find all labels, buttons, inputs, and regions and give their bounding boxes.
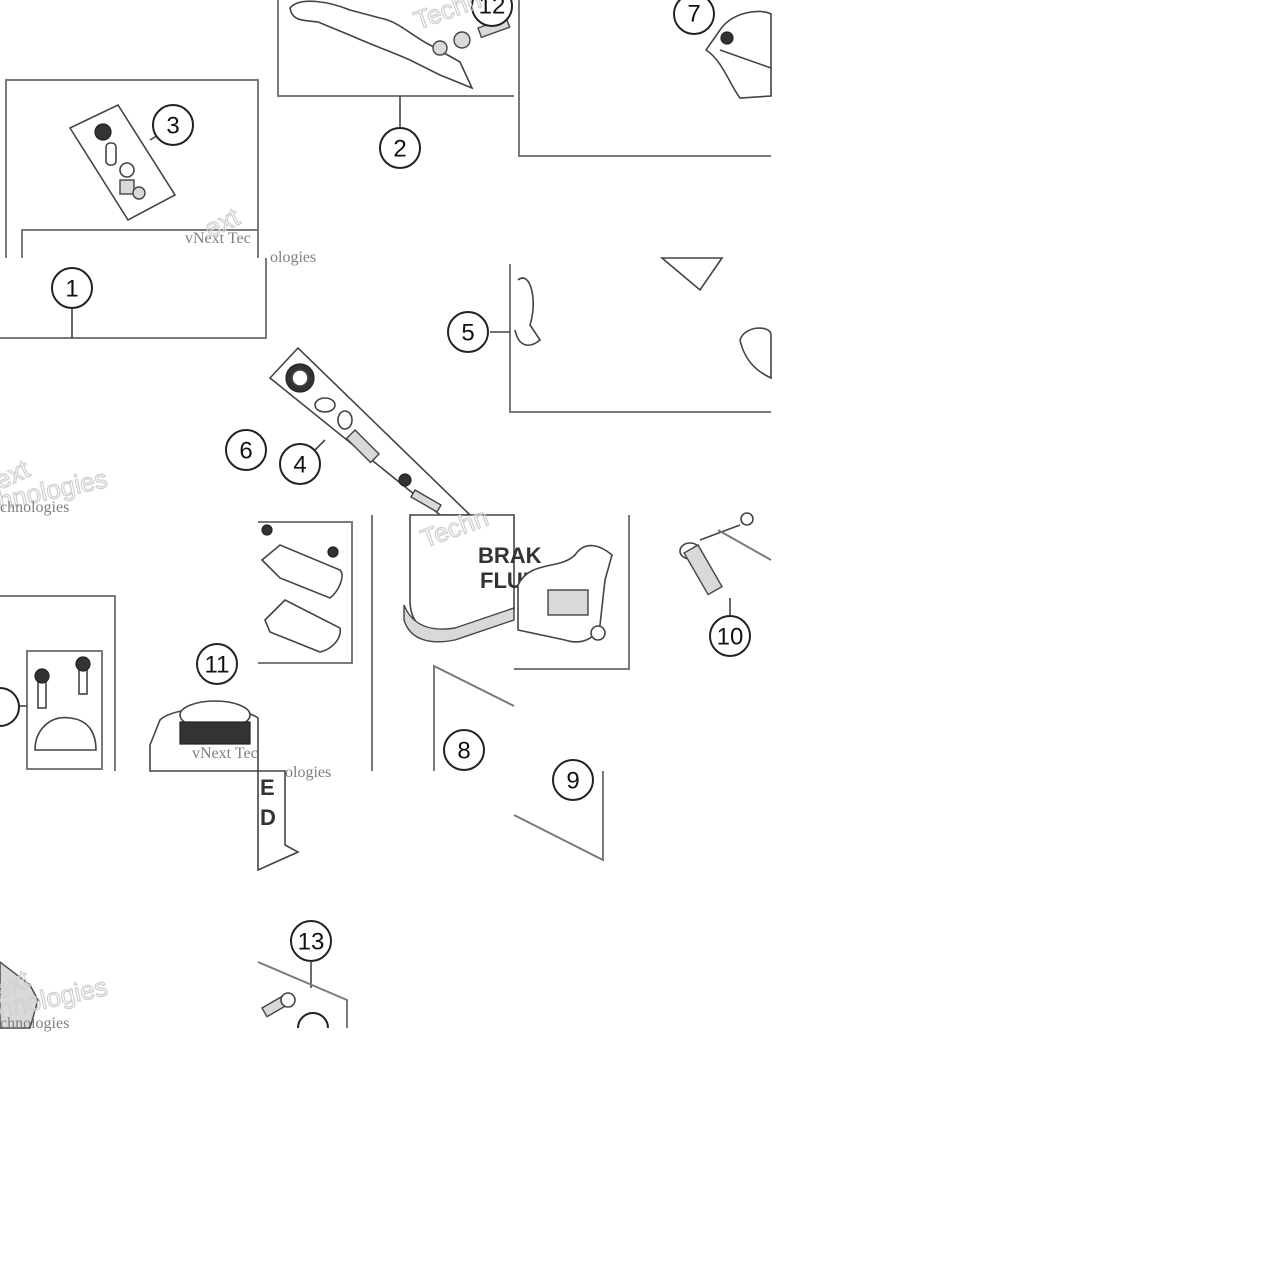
part-5-clip	[514, 277, 542, 346]
kit-frame-5	[509, 264, 771, 413]
svg-text:5: 5	[461, 320, 474, 347]
bottle-label-fragment: D	[260, 805, 276, 830]
callout-6: 6	[225, 429, 267, 471]
callout-1: 1	[51, 267, 93, 309]
callout-5: 5	[447, 311, 489, 353]
leader-4	[314, 439, 326, 451]
svg-text:4: 4	[293, 452, 306, 479]
part-4-piston-kit	[268, 346, 472, 516]
part-10-banjo-bolt	[679, 512, 772, 596]
callout-13: 13	[290, 920, 332, 962]
part-6-clamp-and-bolts	[34, 656, 97, 751]
watermark-text: ologies	[270, 249, 316, 266]
callout-9: 9	[552, 759, 594, 801]
kit-frame-7	[518, 0, 771, 157]
watermark-text: chnologies	[0, 499, 69, 516]
svg-text:12: 12	[479, 0, 506, 20]
svg-text:8: 8	[457, 738, 470, 765]
callout-3: 3	[152, 104, 194, 146]
svg-text:1: 1	[65, 276, 78, 303]
kit-frame-9	[513, 771, 604, 862]
callout-11: 11	[196, 643, 238, 685]
callout-12: 12	[471, 0, 513, 27]
svg-text:3: 3	[166, 113, 179, 140]
kit-frame-3	[5, 79, 259, 258]
master-cylinder-body	[517, 544, 613, 643]
svg-text:9: 9	[566, 768, 579, 795]
watermark-large: Techn	[410, 0, 485, 36]
callout-4: 4	[279, 443, 321, 485]
bottle-label-line1: BRAK	[478, 543, 542, 568]
part-3-screw-set	[68, 103, 177, 222]
inner-frame-10	[21, 229, 258, 258]
svg-text:7: 7	[687, 1, 700, 28]
watermark-text: vNext Tec	[192, 745, 258, 762]
callout-10: 10	[709, 615, 751, 657]
svg-text:6: 6	[239, 438, 252, 465]
part-13-bleeder-screw	[261, 992, 329, 1029]
kit-frame-13	[257, 961, 348, 1028]
kit-frame-cover	[258, 521, 353, 664]
watermark-text: vNext Tec	[185, 230, 251, 247]
svg-text:13: 13	[298, 929, 325, 956]
watermark-text: ologies	[285, 764, 331, 781]
part-11-cap-lower	[0, 961, 39, 1029]
callout-8: 8	[443, 729, 485, 771]
kit-frame-2	[277, 0, 514, 97]
svg-text:2: 2	[393, 136, 406, 163]
bottle-label-fragment: E	[260, 775, 275, 800]
kit-frame-6	[0, 595, 116, 771]
part-5-lever-end	[659, 257, 772, 380]
callout-2: 2	[379, 127, 421, 169]
kit-frame-8	[433, 664, 515, 771]
part-11-reservoir-cap	[149, 700, 259, 772]
part-reservoir-cover	[260, 524, 343, 653]
brake-fluid-bottle-lower: E D	[257, 770, 300, 872]
brake-fluid-bottle: BRAK FLUI	[403, 514, 542, 643]
callout-7: 7	[673, 0, 715, 35]
kit-frame-1	[0, 258, 267, 339]
inner-frame-6	[26, 650, 103, 770]
kit-frame-cylinder	[514, 515, 630, 670]
watermark-text: chnologies	[0, 1015, 69, 1032]
svg-text:10: 10	[717, 624, 744, 651]
part-7-lever-pivot	[704, 10, 772, 99]
callout-partial	[0, 687, 20, 727]
svg-text:11: 11	[205, 652, 230, 679]
